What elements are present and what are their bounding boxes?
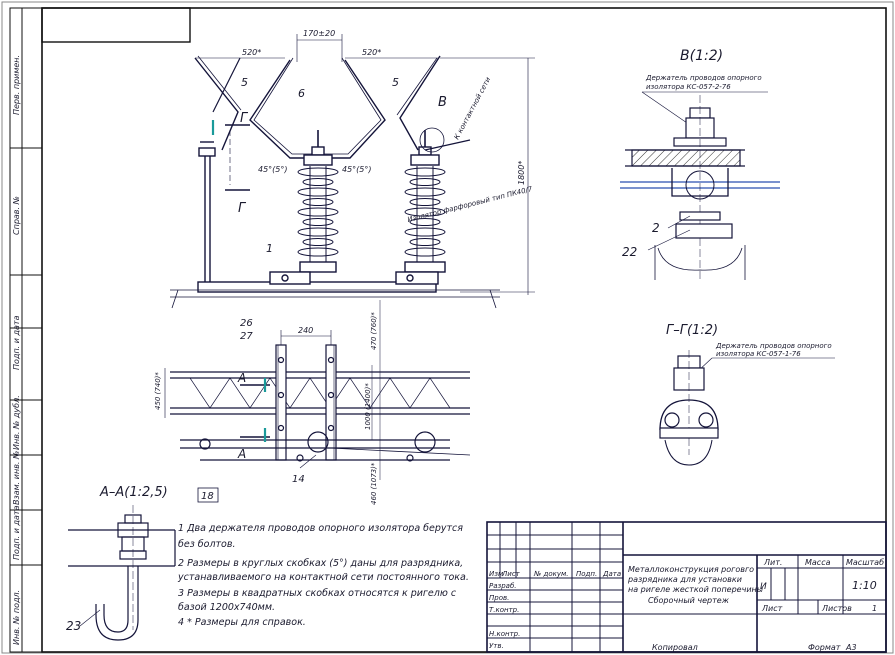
- part-callouts: 5 6 5 В Г Г 1 26 27 А А 14 18 2 22 23: [66, 76, 660, 633]
- tb-head: Подп.: [576, 570, 597, 578]
- hatched-plate: [631, 149, 741, 167]
- view-b-note-1: Держатель проводов опорного: [645, 74, 762, 82]
- callout-23: 23: [66, 619, 81, 633]
- title-block-text: Изм Лист № докум. Подп. Дата Разраб. Про…: [489, 558, 884, 652]
- tb-title: Металлоконструкция роговго: [628, 565, 754, 574]
- dim-170: 170±20: [303, 29, 335, 38]
- title-block: [486, 521, 887, 653]
- tb-row: Н.контр.: [489, 630, 520, 638]
- insulator-label: Изолятор фарфоровый тип ПК40/7: [407, 185, 534, 224]
- tb-sheets-value: 1: [872, 604, 877, 613]
- note-line: устанавливаемого на контактной сети пост…: [177, 572, 469, 583]
- note-line: без болтов.: [178, 539, 235, 550]
- detail-view-g: [659, 350, 835, 466]
- front-view: [170, 34, 535, 309]
- detail-view-b: [620, 91, 780, 280]
- tb-sheet-label: Лист: [761, 604, 783, 613]
- horn-left: [194, 57, 239, 151]
- section-aa: [68, 505, 176, 641]
- callout-18-box: [197, 487, 219, 503]
- side-label: Инв. № дубл.: [12, 395, 21, 450]
- dim-1000: 1000 (1400)*: [364, 383, 372, 430]
- callout-5-left: 5: [241, 76, 248, 89]
- tb-lit-label: Лит.: [763, 558, 782, 567]
- callout-b: В: [438, 95, 447, 110]
- dim-470: 470 (760)*: [370, 312, 378, 350]
- side-label: Инв. № подл.: [12, 590, 21, 645]
- tb-row: Пров.: [489, 594, 509, 602]
- tb-head: Дата: [602, 570, 621, 578]
- note-line: 4 * Размеры для справок.: [178, 617, 306, 628]
- callout-g-bottom: Г: [238, 201, 247, 216]
- view-g-note-2: изолятора КС-057-1-76: [716, 350, 801, 358]
- tb-head: № докум.: [533, 570, 569, 578]
- top-stamp-box: [41, 7, 191, 43]
- tb-lit-value: И: [760, 582, 767, 592]
- section-aa-title: А–А(1:2,5): [99, 485, 168, 500]
- side-label: Взам. инв. №: [12, 451, 21, 505]
- dimension-labels: 170±20 520* 520* 1800* 45°(5°) 45°(5°) 2…: [154, 29, 526, 505]
- tb-sheets-label: Листов: [821, 604, 852, 613]
- tb-subtitle: Сборочный чертеж: [648, 596, 730, 605]
- horn-right: [399, 55, 441, 151]
- side-label: Подп. и дата: [12, 315, 21, 370]
- note-line: 2 Размеры в круглых скобках (5°) даны дл…: [178, 558, 463, 569]
- callout-6: 6: [298, 87, 305, 100]
- note-line: 3 Размеры в квадратных скобках относятся…: [178, 588, 457, 599]
- note-line: базой 1200x740мм.: [178, 602, 275, 613]
- callout-27: 27: [240, 331, 253, 342]
- tb-scale-value: 1:10: [852, 579, 877, 592]
- tb-title: на ригеле жесткой поперечины: [628, 585, 763, 594]
- dim-1800: 1800*: [517, 161, 526, 185]
- callout-1: 1: [266, 242, 273, 255]
- insulator-left: [297, 130, 339, 273]
- main-beam: [197, 281, 437, 293]
- tb-row: Т.контр.: [489, 606, 519, 614]
- callout-18: 18: [201, 491, 214, 502]
- contact-net-label: К контактной сети: [453, 76, 493, 141]
- tb-row: Утв.: [489, 642, 504, 650]
- side-stamp-labels: Перв. примен. Справ. № Подп. и дата Инв.…: [12, 55, 21, 645]
- dim-520-left: 520*: [242, 48, 261, 57]
- dim-240: 240: [298, 326, 313, 335]
- callout-26: 26: [240, 318, 253, 329]
- general-notes: 1 Два держателя проводов опорного изолят…: [177, 523, 469, 628]
- callout-a-top: А: [237, 371, 246, 385]
- plan-view: [164, 300, 471, 480]
- view-g-note-1: Держатель проводов опорного: [715, 342, 832, 350]
- dim-angle-right: 45°(5°): [342, 165, 372, 174]
- tb-format-value: А3: [845, 643, 857, 652]
- dim-angle-left: 45°(5°): [258, 165, 288, 174]
- tb-head: Лист: [501, 570, 521, 578]
- side-label: Справ. №: [12, 196, 21, 235]
- dim-520-right: 520*: [362, 48, 381, 57]
- callout-a-bottom: А: [237, 447, 246, 461]
- tb-title: разрядника для установки: [627, 575, 742, 584]
- view-b-note-2: изолятора КС-057-2-76: [646, 83, 731, 91]
- side-label: Перв. примен.: [12, 55, 21, 115]
- dim-450: 450 (740)*: [154, 372, 162, 410]
- view-g-title: Г–Г(1:2): [666, 323, 718, 338]
- view-labels: Изолятор фарфоровый тип ПК40/7 К контакт…: [99, 48, 832, 500]
- callout-g-top: Г: [240, 111, 249, 126]
- tb-copied: Копировал: [652, 643, 698, 652]
- tb-row: Разраб.: [489, 582, 517, 590]
- tb-head: Изм: [489, 570, 504, 578]
- insulator-right: [404, 130, 446, 273]
- tb-mass-label: Масса: [805, 558, 831, 567]
- tb-scale-label: Масштаб: [846, 558, 884, 567]
- dim-460: 460 (1073)*: [370, 462, 378, 505]
- note-line: 1 Два держателя проводов опорного изолят…: [178, 523, 463, 534]
- view-b-title: В(1:2): [680, 48, 723, 64]
- callout-22: 22: [622, 245, 637, 259]
- callout-5-right: 5: [392, 76, 399, 89]
- side-stamp-column: [9, 7, 43, 653]
- callout-2: 2: [652, 221, 660, 235]
- side-label: Подп. и дата: [12, 505, 21, 560]
- tb-format-label: Формат: [808, 643, 841, 652]
- callout-14: 14: [292, 474, 305, 485]
